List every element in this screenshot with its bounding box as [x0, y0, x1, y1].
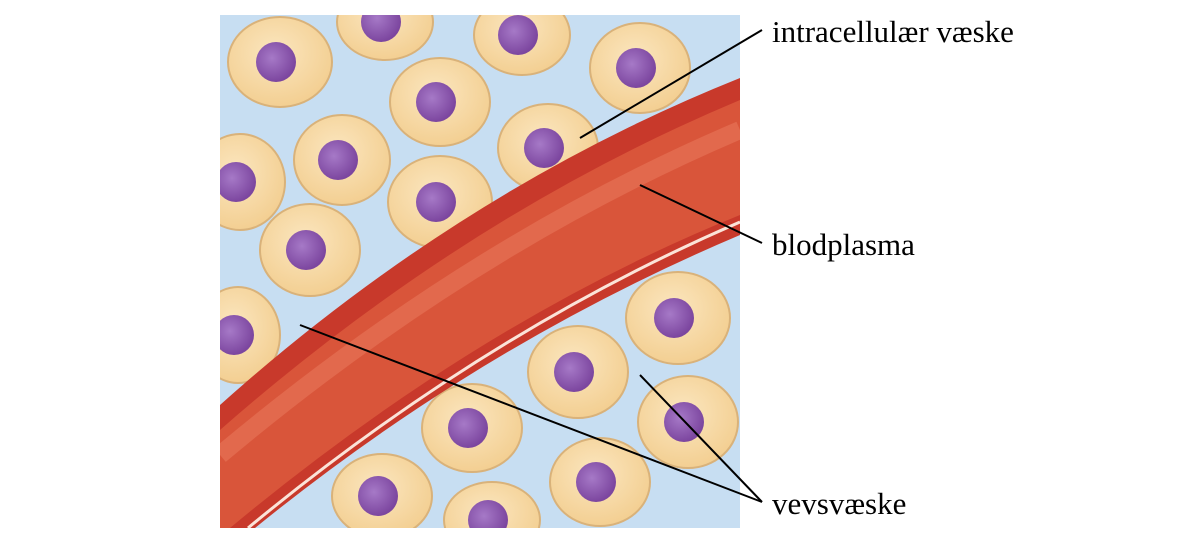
leader-plasma [639, 184, 763, 244]
cell [331, 453, 433, 528]
cell [293, 114, 391, 206]
nucleus [498, 15, 538, 55]
cell [389, 57, 491, 147]
label-intracellular-fluid: intracellulær væske [772, 14, 1014, 49]
nucleus [416, 82, 456, 122]
blood-vessel-lumen [220, 100, 740, 528]
blood-vessel-edge-line [247, 220, 740, 528]
nucleus [256, 42, 296, 82]
nucleus [361, 15, 401, 42]
cell [527, 325, 629, 419]
nucleus [616, 48, 656, 88]
label-interstitial-fluid: vevsvæske [772, 486, 907, 521]
cell [421, 383, 523, 473]
nucleus [524, 128, 564, 168]
nucleus [416, 182, 456, 222]
nucleus [220, 162, 256, 202]
nucleus [220, 315, 254, 355]
label-blood-plasma: blodplasma [772, 227, 915, 262]
leader-interstitial-2 [639, 374, 763, 503]
cell [549, 437, 651, 527]
cell [227, 16, 333, 108]
cell [443, 481, 541, 528]
cell [259, 203, 361, 297]
cell [589, 22, 691, 114]
nucleus [286, 230, 326, 270]
nucleus [318, 140, 358, 180]
nucleus [554, 352, 594, 392]
leader-intracellular [579, 29, 763, 139]
cell [336, 15, 434, 61]
cell [220, 286, 281, 384]
leader-interstitial-1 [299, 324, 763, 503]
cell [220, 133, 286, 231]
nucleus [654, 298, 694, 338]
cell [625, 271, 731, 365]
nucleus [468, 500, 508, 528]
blood-vessel-inner-highlight [220, 121, 740, 462]
leader-lines [299, 29, 763, 503]
cell [473, 15, 571, 76]
nucleus [448, 408, 488, 448]
nucleus [576, 462, 616, 502]
nucleus [358, 476, 398, 516]
